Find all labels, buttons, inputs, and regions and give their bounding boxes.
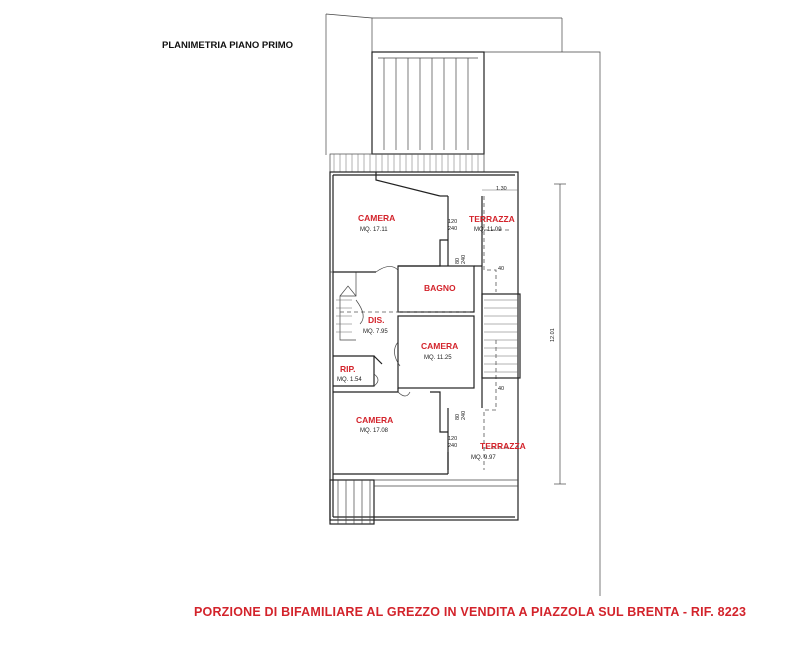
dim-window-top-b: 80 [455, 258, 461, 264]
room-area-terrazza-bottom: MQ. 9.97 [471, 455, 496, 461]
right-stair [481, 293, 521, 379]
room-area-camera-middle: MQ. 11.25 [424, 355, 452, 361]
room-name-bagno: BAGNO [424, 283, 456, 293]
room-name-terrazza-bottom: TERRAZZA [480, 441, 526, 451]
room-area-terrazza-top: MQ. 11.09 [474, 227, 502, 233]
terrace-outlines [483, 196, 510, 470]
room-name-dis: DIS. [368, 315, 385, 325]
left-stair [330, 271, 357, 341]
interior-walls [333, 172, 483, 475]
dim-door-bottom-b: 240 [448, 443, 457, 449]
dim-door-top-a: 120 [448, 219, 457, 225]
room-name-camera-middle: CAMERA [421, 341, 458, 351]
dim-window-bottom-b: 80 [455, 414, 461, 420]
dim-terrace-width: 1.30 [496, 186, 507, 192]
dim-window-top-a: 240 [461, 255, 467, 264]
room-area-rip: MQ. 1.54 [337, 377, 362, 383]
bottom-stair [329, 479, 518, 525]
room-area-camera-bottom: MQ. 17.08 [360, 428, 389, 434]
room-name-camera-top: CAMERA [358, 213, 395, 223]
dim-step-bottom: 40 [498, 386, 504, 392]
room-name-terrazza-top: TERRAZZA [469, 214, 515, 224]
dim-door-bottom-a: 120 [448, 436, 457, 442]
dim-overall-height: 12.01 [550, 328, 556, 342]
room-area-camera-top: MQ. 17.11 [360, 227, 388, 233]
room-name-rip: RIP. [340, 364, 355, 374]
plan-title: PLANIMETRIA PIANO PRIMO [162, 40, 293, 51]
dimension-labels: 1.30 120 240 240 80 40 12.01 40 240 80 1… [448, 186, 556, 449]
room-area-dis: MQ. 7.95 [363, 329, 388, 335]
dim-window-bottom-a: 240 [461, 411, 467, 420]
room-name-camera-bottom: CAMERA [356, 415, 393, 425]
outer-walls [329, 171, 519, 521]
overall-dimension-line [482, 183, 566, 485]
room-labels: CAMERA MQ. 17.11 TERRAZZA MQ. 11.09 BAGN… [337, 213, 526, 461]
footer-caption: PORZIONE DI BIFAMILIARE AL GREZZO IN VEN… [194, 605, 746, 619]
site-boundary [325, 13, 601, 596]
top-stair [371, 51, 485, 155]
dim-door-top-b: 240 [448, 226, 457, 232]
dim-step-top: 40 [498, 266, 504, 272]
roof-strip-top [329, 153, 485, 173]
